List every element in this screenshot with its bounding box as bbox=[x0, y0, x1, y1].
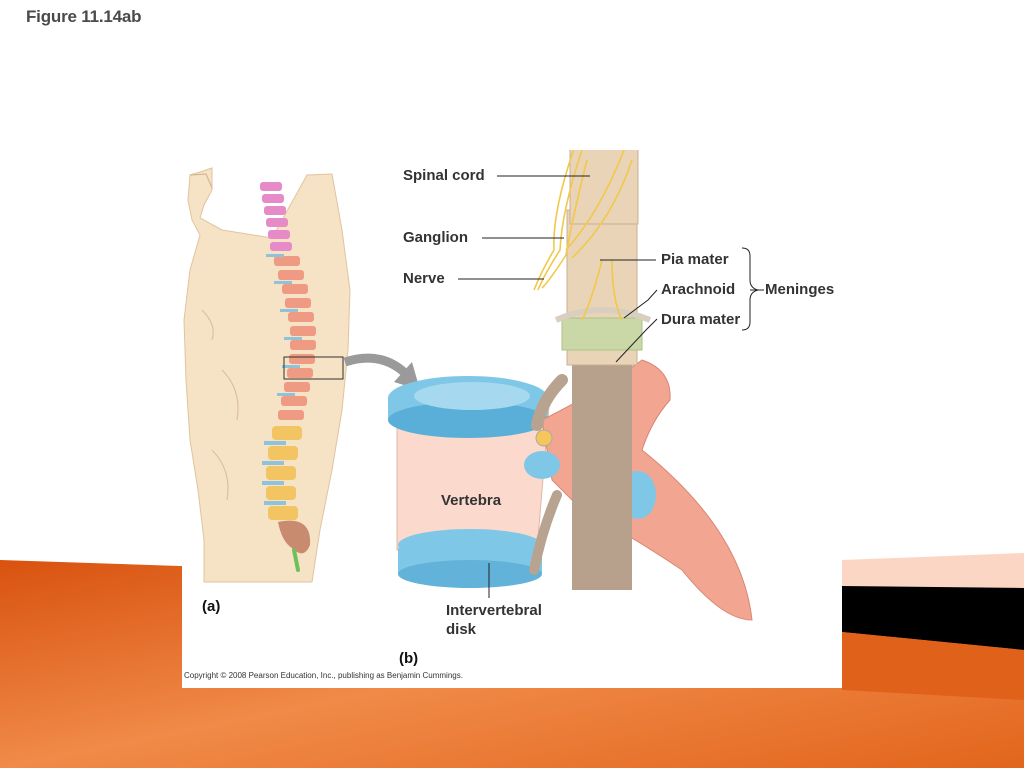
copyright-notice: Copyright © 2008 Pearson Education, Inc.… bbox=[184, 671, 463, 680]
label-nerve: Nerve bbox=[403, 270, 445, 287]
panel-tag-a: (a) bbox=[202, 598, 221, 615]
label-vertebra: Vertebra bbox=[441, 492, 502, 509]
spinal-nerve-root bbox=[529, 374, 568, 575]
label-pia-mater: Pia mater bbox=[661, 251, 729, 268]
slide-title: Figure 11.14ab bbox=[26, 7, 142, 26]
label-spinal-cord: Spinal cord bbox=[403, 167, 485, 184]
black-band bbox=[842, 586, 1024, 650]
spinal-cord-column bbox=[554, 150, 652, 590]
torso-figure bbox=[183, 167, 351, 583]
label-ganglion: Ganglion bbox=[403, 229, 468, 246]
zoom-arrow bbox=[343, 353, 411, 379]
label-dura-mater: Dura mater bbox=[661, 311, 741, 328]
label-meninges: Meninges bbox=[765, 281, 835, 298]
leader-lines bbox=[458, 175, 764, 598]
vertebra-body bbox=[388, 376, 551, 588]
anatomy-illustration bbox=[183, 150, 764, 621]
label-disk: disk bbox=[446, 621, 477, 638]
panel-tag-b: (b) bbox=[399, 650, 419, 667]
vertebral-processes bbox=[524, 359, 753, 621]
figure-panel: Spinal cord Ganglion Nerve Pia mater Ara… bbox=[182, 150, 842, 688]
nerve-fibers bbox=[533, 150, 633, 321]
spine-column bbox=[260, 182, 316, 572]
label-arachnoid: Arachnoid bbox=[661, 281, 736, 298]
peach-stripe bbox=[842, 553, 1024, 590]
label-intervertebral: Intervertebral bbox=[446, 602, 542, 619]
zoom-region-box bbox=[283, 356, 344, 380]
orange-right-strip bbox=[842, 632, 1024, 700]
